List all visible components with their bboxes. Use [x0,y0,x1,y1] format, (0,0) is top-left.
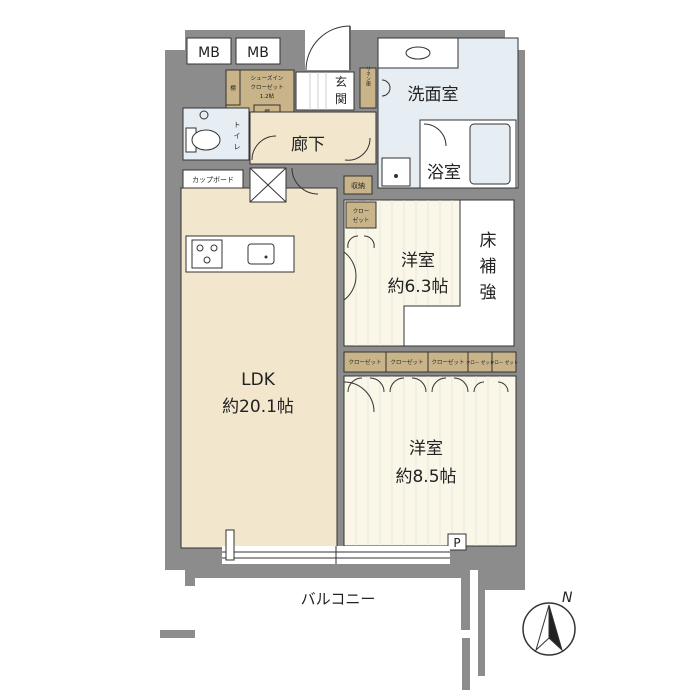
reinforced-label-2: 補 [480,257,497,277]
linen-label: リネン庫 [365,66,371,87]
wet-area: 洗面室 浴室 [377,37,519,189]
bathtub [469,123,511,185]
toilet-icon [191,129,221,151]
toilet-room: ト イ レ [182,107,250,161]
closets-row: クローゼット クローゼット クローゼット クロー ゼット クロー ゼット [343,351,518,373]
balcony-label: バルコニー [301,590,376,608]
entrance-door-area [305,22,351,70]
western2-label: 洋室 [409,439,443,459]
bathroom-label: 浴室 [427,163,461,183]
sink-icon [247,243,275,265]
mb-label-mid: MB [247,45,269,61]
shoe-closet-label-1: シューズイン [251,74,284,82]
cupboard-label: カップボード [192,176,234,184]
reinforced-label-1: 床 [480,231,497,251]
north-label: N [562,590,573,606]
washbasin-icon [405,46,431,60]
stove-icon [191,239,223,269]
western1-label: 洋室 [401,251,435,271]
mb-label-left: MB [198,45,220,61]
north-arrow-icon: N [522,590,576,656]
entrance: 玄 関 [295,71,355,111]
western2-area-label: 約8.5帖 [395,467,456,487]
storage [343,175,373,195]
closet-small-label-1: クロー [353,208,370,215]
corridor: 廊下 [249,111,377,165]
pipe-space [447,533,467,551]
entrance-door-swing [305,25,351,71]
washing-machine-pan [381,157,411,187]
corridor-label: 廊下 [291,135,325,155]
toilet-label-1: ト [234,121,241,129]
washroom-label: 洗面室 [408,85,459,105]
entrance-label-2: 関 [335,92,347,106]
balcony: バルコニー [160,568,525,690]
western-room-1: クロー ゼット 洋室 約6.3帖 床 補 強 [343,199,515,347]
pipe-label: P [453,536,460,550]
toilet-label-3: レ [234,143,241,151]
reinforced-floor-area [403,199,515,347]
closet-small-label-2: ゼット [353,216,370,224]
entrance-label-1: 玄 [335,74,347,89]
shoe-closet-label-3: 1.2帖 [260,92,275,100]
ldk: カップボード LDK 約20.1帖 [180,167,338,549]
closet-row-label-2: クローゼット [390,358,423,366]
mb-box-left [186,37,232,65]
western1-area-label: 約6.3帖 [387,277,448,297]
windows [222,529,450,564]
shoe-shelf-left-label: 棚 [230,84,236,92]
closet-row-label-3: クローゼット [431,358,464,366]
cupboard [182,169,244,189]
storage-label: 収納 [351,181,365,190]
western-room-2: P 洋室 約8.5帖 [343,375,517,551]
linen-storage [359,67,377,109]
closet-row-label-1: クローゼット [348,358,381,366]
closet-small [345,201,377,229]
closet-row-label-4: クロー ゼット [466,359,494,366]
mb-box-mid [235,37,281,65]
closet-row-label-5: クロー ゼット [490,359,518,366]
toilet-label-2: イ [234,132,241,140]
shoe-closet-label-2: クローゼット [250,83,283,91]
reinforced-label-3: 強 [480,283,497,303]
ldk-area-label: 約20.1帖 [222,397,294,417]
ldk-label: LDK [241,370,276,390]
